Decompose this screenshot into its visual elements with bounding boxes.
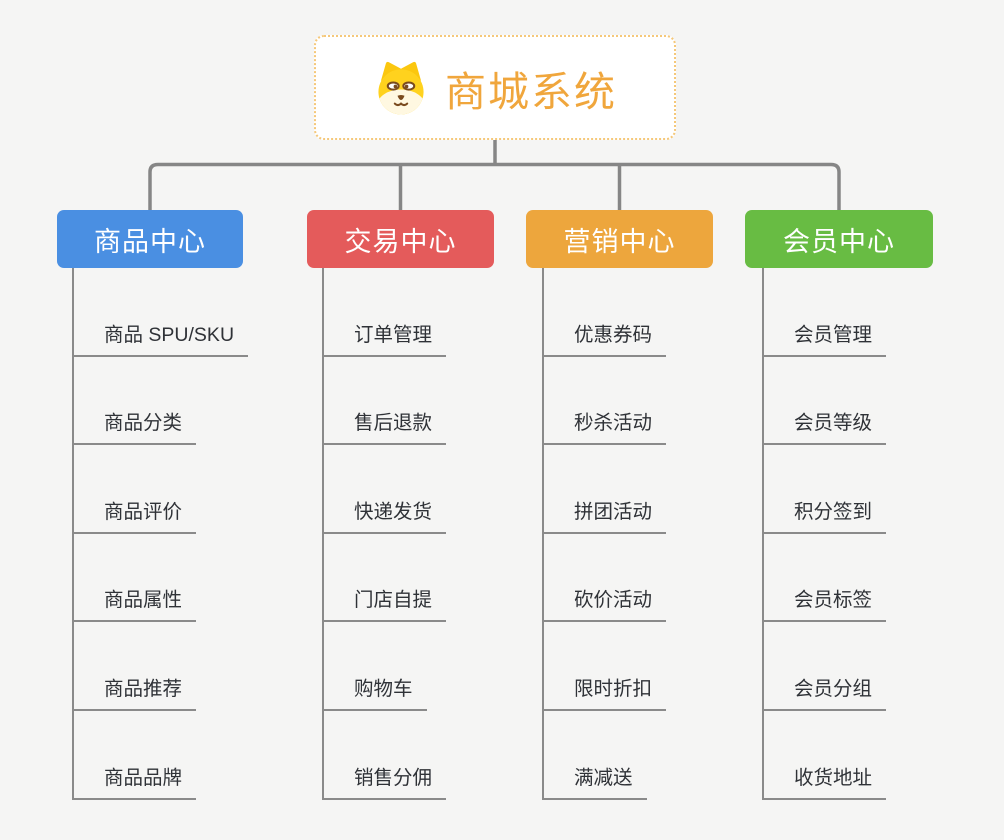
- leaf-node[interactable]: 商品属性: [72, 583, 197, 623]
- branch-node-product-center[interactable]: 商品中心: [57, 210, 243, 268]
- leaf-row: 商品评价: [72, 445, 312, 534]
- leaf-node[interactable]: 限时折扣: [542, 672, 667, 711]
- leaf-node[interactable]: 商品推荐: [72, 672, 197, 711]
- leaf-row: 砍价活动: [542, 534, 782, 623]
- branch-trunk-line: [322, 268, 324, 800]
- leaf-row: 商品品牌: [72, 711, 312, 800]
- branch-trunk-line: [72, 268, 74, 800]
- leaf-node[interactable]: 商品分类: [72, 406, 197, 446]
- branch-node-member-center[interactable]: 会员中心: [745, 210, 933, 268]
- leaf-node[interactable]: 会员等级: [762, 406, 887, 446]
- leaf-row: 商品 SPU/SKU: [72, 268, 312, 357]
- branch-node-label: 营销中心: [563, 226, 676, 257]
- branch-rail-line: [148, 162, 841, 210]
- leaf-row: 商品分类: [72, 357, 312, 446]
- branch-children-product: 商品 SPU/SKU 商品分类 商品评价 商品属性 商品推荐 商品品牌: [72, 268, 312, 800]
- leaf-node[interactable]: 积分签到: [762, 495, 887, 534]
- leaf-node[interactable]: 收货地址: [762, 761, 887, 800]
- leaf-row: 秒杀活动: [542, 357, 782, 446]
- branch-trunk-line: [542, 268, 544, 800]
- leaf-node[interactable]: 拼团活动: [542, 495, 667, 534]
- leaf-node[interactable]: 会员标签: [762, 583, 887, 623]
- branch-node-label: 会员中心: [783, 226, 895, 257]
- leaf-row: 门店自提: [322, 534, 562, 623]
- leaf-node[interactable]: 秒杀活动: [542, 406, 667, 446]
- leaf-row: 积分签到: [762, 445, 1002, 534]
- leaf-row: 会员等级: [762, 357, 1002, 446]
- leaf-node[interactable]: 优惠券码: [542, 318, 667, 357]
- leaf-row: 商品属性: [72, 534, 312, 623]
- branch-children-member: 会员管理 会员等级 积分签到 会员标签 会员分组 收货地址: [762, 268, 1002, 800]
- leaf-node[interactable]: 商品评价: [72, 495, 197, 534]
- leaf-row: 购物车: [322, 622, 562, 711]
- branch-children-marketing: 优惠券码 秒杀活动 拼团活动 砍价活动 限时折扣 满减送: [542, 268, 782, 800]
- leaf-node[interactable]: 销售分佣: [322, 761, 447, 800]
- leaf-row: 快递发货: [322, 445, 562, 534]
- dog-icon: [373, 60, 429, 116]
- leaf-node[interactable]: 会员分组: [762, 672, 887, 711]
- leaf-node[interactable]: 购物车: [322, 672, 427, 711]
- root-node[interactable]: 商城系统: [314, 35, 676, 140]
- branch-node-trade-center[interactable]: 交易中心: [307, 210, 494, 268]
- branch-node-marketing-center[interactable]: 营销中心: [526, 210, 713, 268]
- leaf-row: 优惠券码: [542, 268, 782, 357]
- leaf-row: 拼团活动: [542, 445, 782, 534]
- leaf-node[interactable]: 快递发货: [322, 495, 447, 534]
- leaf-row: 收货地址: [762, 711, 1002, 800]
- leaf-row: 售后退款: [322, 357, 562, 446]
- leaf-node[interactable]: 会员管理: [762, 318, 887, 357]
- leaf-row: 销售分佣: [322, 711, 562, 800]
- root-node-label: 商城系统: [445, 68, 617, 115]
- leaf-node[interactable]: 售后退款: [322, 406, 447, 446]
- leaf-row: 满减送: [542, 711, 782, 800]
- leaf-node[interactable]: 商品 SPU/SKU: [72, 318, 249, 357]
- leaf-node[interactable]: 订单管理: [322, 318, 447, 357]
- branch-node-label: 商品中心: [94, 226, 206, 257]
- branch-trunk-line: [762, 268, 764, 800]
- leaf-node[interactable]: 门店自提: [322, 583, 447, 623]
- leaf-row: 商品推荐: [72, 622, 312, 711]
- leaf-row: 限时折扣: [542, 622, 782, 711]
- leaf-row: 会员标签: [762, 534, 1002, 623]
- leaf-row: 会员管理: [762, 268, 1002, 357]
- leaf-node[interactable]: 商品品牌: [72, 761, 197, 800]
- branch-children-trade: 订单管理 售后退款 快递发货 门店自提 购物车 销售分佣: [322, 268, 562, 800]
- leaf-node[interactable]: 满减送: [542, 761, 647, 800]
- leaf-row: 会员分组: [762, 622, 1002, 711]
- leaf-row: 订单管理: [322, 268, 562, 357]
- leaf-node[interactable]: 砍价活动: [542, 583, 667, 623]
- branch-node-label: 交易中心: [344, 226, 457, 257]
